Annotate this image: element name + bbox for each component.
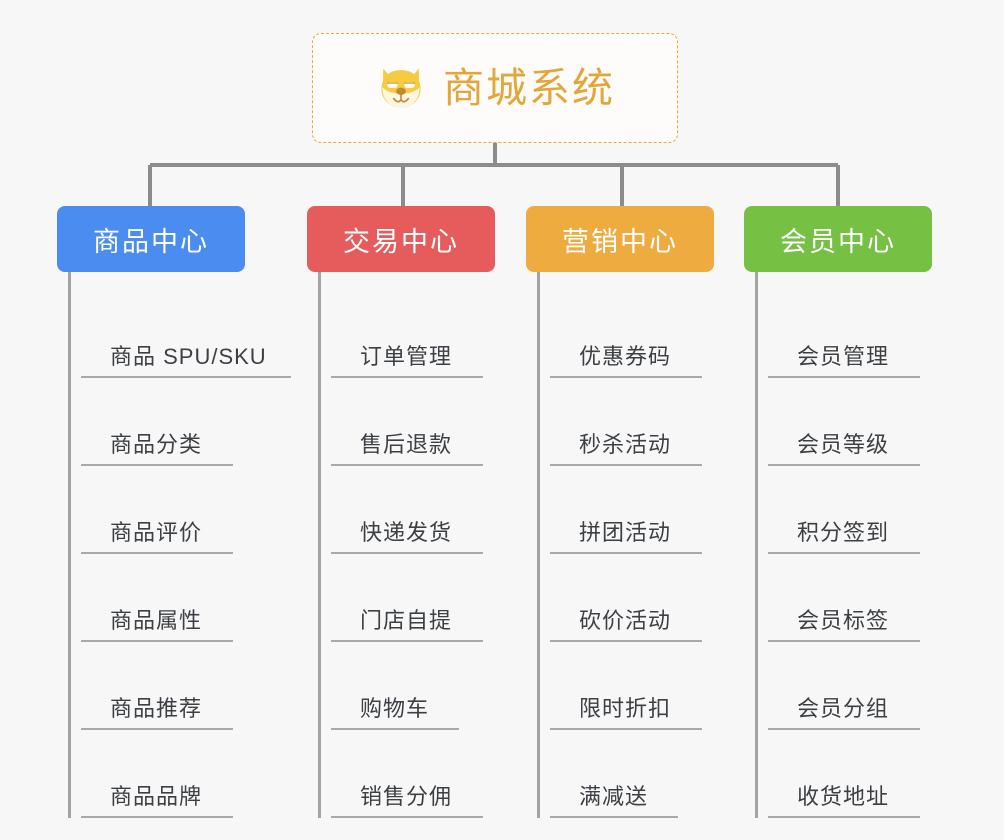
leaf-item-underline	[550, 728, 702, 730]
leaf-item[interactable]: 商品推荐	[81, 642, 245, 730]
leaf-item[interactable]: 快递发货	[331, 466, 495, 554]
leaf-item[interactable]: 订单管理	[331, 290, 495, 378]
leaf-item-underline	[550, 816, 678, 818]
leaf-item-underline	[331, 728, 459, 730]
leaf-item-underline	[550, 464, 702, 466]
root-node-shop-system[interactable]: 商城系统	[312, 33, 678, 143]
connector-drop-marketing-center	[620, 165, 624, 206]
leaf-item[interactable]: 会员等级	[768, 378, 932, 466]
category-label: 商品中心	[93, 226, 209, 257]
leaf-item-underline	[331, 640, 483, 642]
column-member-center: 会员中心会员管理会员等级积分签到会员标签会员分组收货地址	[744, 206, 932, 818]
leaf-item-label: 满减送	[579, 784, 649, 809]
leaf-item[interactable]: 优惠券码	[550, 290, 714, 378]
leaf-item-underline	[81, 376, 291, 378]
leaf-item-label: 拼团活动	[579, 520, 672, 545]
leaf-item-label: 销售分佣	[360, 784, 453, 809]
category-box-trade-center[interactable]: 交易中心	[307, 206, 495, 272]
leaf-item-underline	[550, 376, 702, 378]
leaf-item-label: 商品品牌	[110, 784, 203, 809]
leaf-item-underline	[81, 552, 233, 554]
leaf-item-label: 限时折扣	[579, 696, 672, 721]
leaf-item-underline	[768, 552, 920, 554]
connector-drop-trade-center	[401, 165, 405, 206]
leaf-item-label: 积分签到	[797, 520, 890, 545]
leaf-item-underline	[81, 816, 233, 818]
leaf-item[interactable]: 会员标签	[768, 554, 932, 642]
leaf-item-underline	[768, 816, 920, 818]
leaf-list-trade-center: 订单管理售后退款快递发货门店自提购物车销售分佣	[318, 272, 495, 818]
leaf-item-label: 商品分类	[110, 432, 203, 457]
leaf-item-label: 快递发货	[360, 520, 453, 545]
leaf-item[interactable]: 商品评价	[81, 466, 245, 554]
connector-drop-member-center	[836, 165, 840, 206]
leaf-item-label: 优惠券码	[579, 344, 672, 369]
category-box-member-center[interactable]: 会员中心	[744, 206, 932, 272]
leaf-item-label: 会员分组	[797, 696, 890, 721]
category-label: 会员中心	[780, 226, 896, 257]
leaf-item-label: 砍价活动	[579, 608, 672, 633]
leaf-item[interactable]: 商品 SPU/SKU	[81, 290, 291, 378]
connector-drop-product-center	[148, 165, 152, 206]
column-product-center: 商品中心商品 SPU/SKU 商品分类商品评价商品属性商品推荐商品品牌	[57, 206, 291, 818]
category-label: 交易中心	[343, 226, 459, 257]
leaf-item-underline	[768, 640, 920, 642]
leaf-item[interactable]: 限时折扣	[550, 642, 714, 730]
leaf-item-label: 商品 SPU/SKU	[110, 344, 267, 369]
leaf-item[interactable]: 砍价活动	[550, 554, 714, 642]
leaf-item-underline	[768, 464, 920, 466]
leaf-item[interactable]: 满减送	[550, 730, 714, 818]
leaf-item-underline	[550, 552, 702, 554]
leaf-item[interactable]: 拼团活动	[550, 466, 714, 554]
leaf-item[interactable]: 积分签到	[768, 466, 932, 554]
leaf-item-underline	[768, 728, 920, 730]
leaf-list-member-center: 会员管理会员等级积分签到会员标签会员分组收货地址	[755, 272, 932, 818]
leaf-item-underline	[81, 464, 233, 466]
leaf-item-label: 订单管理	[360, 344, 453, 369]
leaf-list-marketing-center: 优惠券码秒杀活动拼团活动砍价活动限时折扣满减送	[537, 272, 714, 818]
shiba-dog-face-icon	[381, 68, 421, 108]
category-label: 营销中心	[562, 226, 678, 257]
category-box-marketing-center[interactable]: 营销中心	[526, 206, 714, 272]
leaf-item-label: 商品推荐	[110, 696, 203, 721]
connector-root-stem	[493, 143, 497, 165]
leaf-item-label: 秒杀活动	[579, 432, 672, 457]
leaf-item[interactable]: 门店自提	[331, 554, 495, 642]
leaf-item[interactable]: 秒杀活动	[550, 378, 714, 466]
leaf-item[interactable]: 收货地址	[768, 730, 932, 818]
leaf-item-underline	[768, 376, 920, 378]
leaf-item-underline	[331, 376, 483, 378]
leaf-item-underline	[81, 728, 233, 730]
leaf-item[interactable]: 购物车	[331, 642, 495, 730]
leaf-item-label: 售后退款	[360, 432, 453, 457]
leaf-item[interactable]: 会员管理	[768, 290, 932, 378]
leaf-item-label: 会员等级	[797, 432, 890, 457]
category-box-product-center[interactable]: 商品中心	[57, 206, 245, 272]
leaf-item-label: 会员标签	[797, 608, 890, 633]
column-trade-center: 交易中心订单管理售后退款快递发货门店自提购物车销售分佣	[307, 206, 495, 818]
leaf-item-label: 会员管理	[797, 344, 890, 369]
leaf-item-underline	[331, 816, 483, 818]
leaf-item-label: 门店自提	[360, 608, 453, 633]
connector-horizontal-bus	[150, 163, 838, 167]
leaf-item[interactable]: 售后退款	[331, 378, 495, 466]
leaf-item-label: 购物车	[360, 696, 430, 721]
leaf-item-label: 商品属性	[110, 608, 203, 633]
leaf-item[interactable]: 销售分佣	[331, 730, 495, 818]
leaf-item-label: 收货地址	[797, 784, 890, 809]
leaf-item[interactable]: 会员分组	[768, 642, 932, 730]
leaf-list-product-center: 商品 SPU/SKU 商品分类商品评价商品属性商品推荐商品品牌	[68, 272, 291, 818]
column-marketing-center: 营销中心优惠券码秒杀活动拼团活动砍价活动限时折扣满减送	[526, 206, 714, 818]
leaf-item[interactable]: 商品品牌	[81, 730, 245, 818]
leaf-item-underline	[331, 464, 483, 466]
root-node-label: 商城系统	[443, 64, 615, 111]
leaf-item-underline	[331, 552, 483, 554]
leaf-item-underline	[550, 640, 702, 642]
leaf-item-underline	[81, 640, 233, 642]
leaf-item[interactable]: 商品分类	[81, 378, 245, 466]
leaf-item-label: 商品评价	[110, 520, 203, 545]
leaf-item[interactable]: 商品属性	[81, 554, 245, 642]
